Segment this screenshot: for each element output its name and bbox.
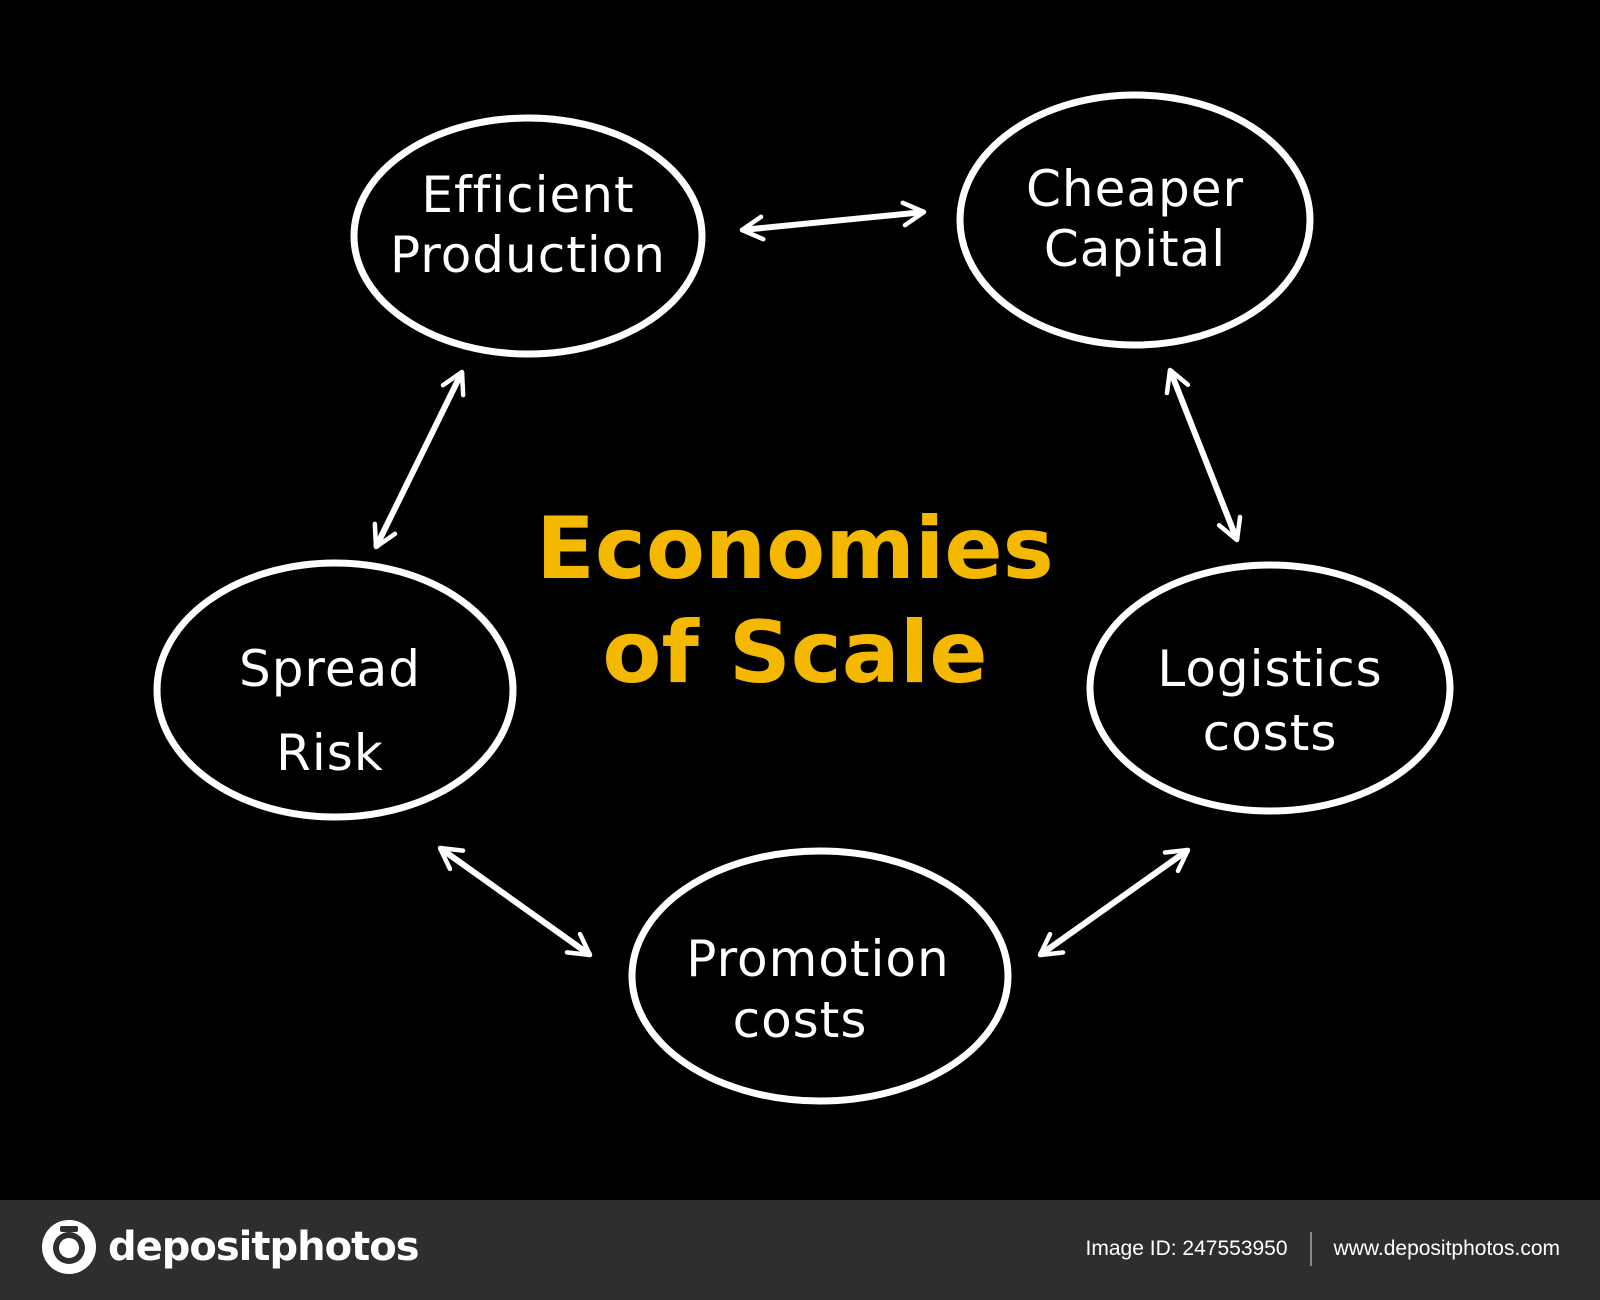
title-line-2: of Scale <box>602 603 987 703</box>
footer-divider <box>1309 1232 1312 1266</box>
footer-bar: depositphotos Image ID: 247553950 www.de… <box>0 1200 1600 1300</box>
node-efficient-production: Efficient Production <box>350 114 706 358</box>
economies-of-scale-diagram: Efficient Production Cheaper Capital Log… <box>153 91 1454 1105</box>
arrow-efficient-cheaper <box>739 200 927 242</box>
arrow-promotion-spread <box>437 845 593 958</box>
node-label-line-1: Cheaper <box>1026 160 1244 218</box>
node-label-line-2: costs <box>1203 704 1338 762</box>
image-id-group: Image ID: 247553950 <box>1086 1237 1288 1261</box>
arrow-spread-efficient <box>372 369 466 550</box>
brand-name: depositphotos <box>108 1224 420 1270</box>
image-id-label: Image ID: <box>1085 1237 1177 1260</box>
node-label-line-1: Efficient <box>421 166 634 224</box>
title-line-1: Economies <box>536 499 1054 599</box>
node-label-line-1: Promotion <box>686 930 949 988</box>
node-label-line-2: Production <box>390 226 666 284</box>
node-spread-risk: Spread Risk <box>153 559 517 821</box>
node-cheaper-capital: Cheaper Capital <box>956 91 1314 349</box>
site-url[interactable]: www.depositphotos.com <box>1333 1237 1560 1260</box>
node-logistics-costs: Logistics costs <box>1086 561 1454 815</box>
node-promotion-costs: Promotion costs <box>628 847 1012 1105</box>
diagram-title: Economies of Scale <box>536 499 1054 703</box>
node-label-line-2: Capital <box>1044 220 1226 278</box>
node-label-line-2: costs <box>733 991 868 1049</box>
image-id-value: 247553950 <box>1182 1237 1288 1260</box>
camera-icon <box>42 1220 96 1274</box>
arrow-cheaper-logistics <box>1164 367 1243 543</box>
arrow-logistics-promotion <box>1037 847 1191 958</box>
image-meta: Image ID: 247553950 www.depositphotos.co… <box>1086 1232 1560 1266</box>
node-label-line-1: Logistics <box>1157 640 1382 698</box>
brand-logo: depositphotos <box>40 1218 420 1276</box>
node-label-line-1: Spread <box>239 640 421 698</box>
node-label-line-2: Risk <box>276 724 384 782</box>
